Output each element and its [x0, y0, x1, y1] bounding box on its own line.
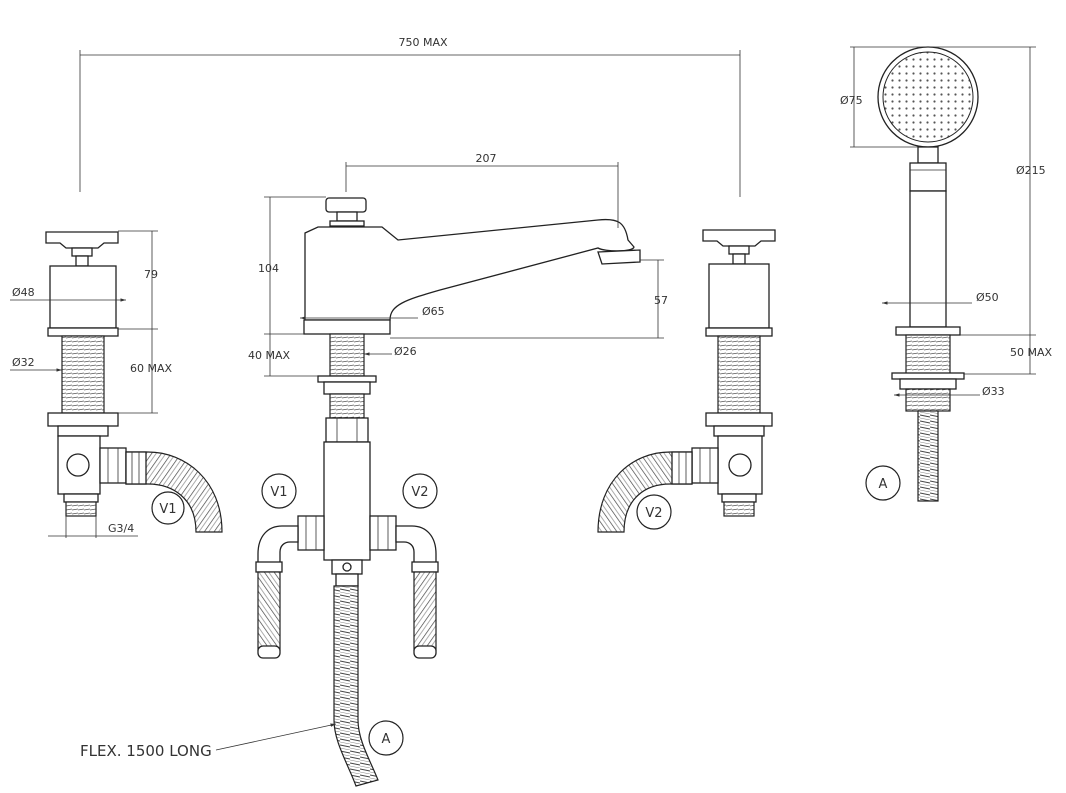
- valve-left-callout: V1: [151, 491, 185, 525]
- svg-text:V1: V1: [159, 502, 176, 517]
- handset-head-diameter-label: Ø75: [840, 94, 863, 107]
- spout-height-label: 104: [258, 262, 279, 275]
- handset-thread-length-label: 50 MAX: [1010, 346, 1053, 359]
- handset-holder-diameter-label: Ø50: [976, 291, 999, 304]
- valve-connection-label: G3/4: [108, 522, 134, 535]
- inlet-right-callout: V2: [402, 473, 438, 509]
- valve-thread-length-label: 60 MAX: [130, 362, 173, 375]
- spout-outlet-height-label: 57: [654, 294, 668, 307]
- overall-width-dimension: 750 MAX: [79, 36, 741, 197]
- right-valve: [597, 229, 776, 533]
- handset-dimensions: Ø75 Ø215 Ø50 50 MAX Ø33: [840, 46, 1053, 398]
- valve-thread-diameter-label: Ø32: [12, 356, 35, 369]
- inlet-left-callout: V1: [261, 473, 297, 509]
- handset-thread-diameter-label: Ø33: [982, 385, 1005, 398]
- spout-base-diameter-label: Ø65: [422, 305, 445, 318]
- svg-text:V2: V2: [411, 485, 428, 500]
- svg-text:A: A: [879, 477, 888, 492]
- valve-right-callout: V2: [636, 494, 672, 530]
- handset-length-label: Ø215: [1016, 164, 1046, 177]
- overall-width-label: 750 MAX: [398, 36, 448, 49]
- svg-text:V1: V1: [270, 485, 287, 500]
- svg-text:A: A: [382, 732, 391, 747]
- svg-text:V2: V2: [645, 506, 662, 521]
- left-valve-dimensions: 79 60 MAX Ø48 Ø32 G3/4: [10, 230, 173, 538]
- hose-connection-callout: A: [368, 720, 404, 756]
- spout-thread-length-label: 40 MAX: [248, 349, 291, 362]
- flex-hose-note: FLEX. 1500 LONG: [80, 723, 337, 760]
- flex-hose-label: FLEX. 1500 LONG: [80, 742, 212, 760]
- left-valve: [45, 231, 223, 533]
- valve-diameter-label: Ø48: [12, 286, 35, 299]
- spout-reach-label: 207: [476, 152, 497, 165]
- spout-thread-diameter-label: Ø26: [394, 345, 417, 358]
- handset-connection-callout: A: [865, 465, 901, 501]
- spout-assembly: [255, 197, 641, 787]
- valve-height-label: 79: [144, 268, 158, 281]
- spout-dimensions: 207 104 57 Ø65 40 MAX Ø26: [248, 152, 668, 377]
- handset: [877, 46, 979, 502]
